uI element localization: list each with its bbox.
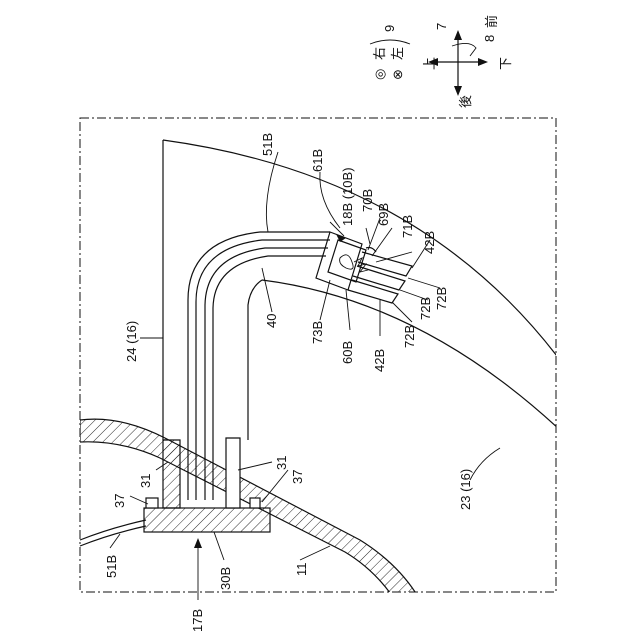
wire-bundle-51B (188, 232, 330, 500)
legend-left-mark: ⊗ (390, 69, 405, 80)
label-17B: 17B (190, 609, 205, 632)
legend-front: 前 (484, 15, 499, 28)
label-70B: 70B (360, 189, 375, 212)
label-61B: 61B (310, 149, 325, 172)
label-51B-top: 51B (260, 133, 275, 156)
label-71B: 71B (400, 215, 415, 238)
legend-up: 上 (422, 57, 437, 70)
legend-ref8: 8 (482, 35, 497, 42)
label-69B: 69B (376, 203, 391, 226)
label-40: 40 (264, 314, 279, 328)
tab-37-left (146, 498, 158, 508)
label-37-b: 37 (290, 470, 305, 484)
label-11: 11 (294, 563, 309, 577)
housing-24-lower (248, 280, 262, 440)
label-60B: 60B (340, 341, 355, 364)
legend-right-text: 右 (372, 47, 387, 60)
label-23: 23 (16) (458, 469, 473, 510)
label-72B-c: 72B (402, 325, 417, 348)
arrow-17B (194, 538, 202, 600)
label-24: 24 (16) (124, 321, 139, 362)
label-31-b: 31 (274, 456, 289, 470)
label-37-a: 37 (112, 494, 127, 508)
label-51B-bottom: 51B (104, 555, 119, 578)
legend-right-mark: ◎ (372, 69, 387, 80)
post-31-left (163, 440, 180, 508)
post-31-right (226, 438, 240, 508)
tab-37-right (250, 498, 260, 508)
legend-down: 下 (498, 57, 513, 70)
label-73B: 73B (310, 321, 325, 344)
label-18B: 18B (10B) (340, 167, 355, 226)
label-72B-b: 72B (418, 297, 433, 320)
outer-arc-23 (163, 140, 560, 360)
legend-rear: 後 (458, 95, 473, 108)
base-30B (144, 508, 270, 532)
legend-left-text: 左 (390, 47, 405, 60)
label-72B-a: 72B (434, 287, 449, 310)
label-42B-b: 42B (372, 349, 387, 372)
legend-ref7: 7 (434, 23, 449, 30)
label-42B-a: 42B (422, 231, 437, 254)
legend-bracket (370, 40, 410, 44)
legend-bracket-ref: 9 (382, 25, 397, 32)
label-31-a: 31 (138, 474, 153, 488)
label-30B: 30B (218, 567, 233, 590)
orientation-legend (428, 30, 488, 96)
inner-arc-23 (262, 280, 560, 430)
connector-18B (316, 232, 412, 303)
wire-51B-exit (80, 520, 146, 540)
